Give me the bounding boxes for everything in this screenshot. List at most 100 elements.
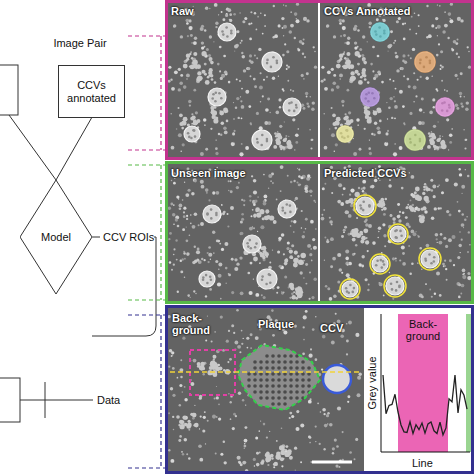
annotation-mask [404,129,426,151]
protein-speck [450,18,451,19]
protein-speck [231,291,234,294]
protein-speck [413,86,417,90]
protein-speck [309,436,311,438]
protein-speck [298,184,301,187]
protein-speck [402,262,406,266]
protein-speck [250,75,252,77]
protein-speck [324,424,328,428]
protein-speck [359,148,362,151]
protein-speck [314,66,317,69]
protein-speck [455,42,458,45]
protein-speck [419,247,421,249]
protein-speck [314,51,315,52]
protein-speck [445,245,448,248]
protein-speck [231,258,234,261]
aggregate-speck [350,233,353,236]
aggregate-speck [285,449,287,451]
protein-speck [207,420,209,422]
protein-speck [308,436,311,439]
protein-speck [228,190,229,191]
aggregate-speck [367,118,372,123]
protein-speck [190,51,192,53]
protein-speck [168,449,170,451]
aggregate-speck [186,424,191,429]
protein-speck [437,35,438,36]
protein-speck [309,253,312,256]
protein-speck [408,225,411,228]
protein-speck [438,241,442,245]
protein-speck [305,310,308,313]
protein-speck [229,19,232,22]
aggregate-speck [350,71,354,75]
protein-speck [332,113,336,117]
protein-speck [305,283,307,285]
protein-speck [389,78,391,80]
aggregate-speck [256,452,259,455]
protein-speck [403,75,405,77]
protein-speck [216,191,220,195]
protein-speck [392,298,394,300]
aggregate-speck [350,202,353,205]
protein-speck [283,291,285,293]
protein-speck [345,42,346,43]
protein-speck [409,172,410,173]
plaque-lattice [283,402,287,406]
ccv-lattice [210,208,213,211]
protein-speck [458,210,461,213]
protein-speck [200,222,204,226]
plaque-lattice [277,354,281,358]
protein-speck [388,184,392,188]
protein-speck [331,133,335,137]
protein-speck [349,451,352,454]
protein-speck [182,199,184,201]
protein-speck [459,92,462,95]
aggregate-speck [309,298,311,300]
protein-speck [467,272,470,275]
protein-speck [342,19,345,22]
protein-speck [333,294,337,298]
aggregate-speck [336,64,341,69]
protein-speck [340,35,342,37]
protein-speck [357,393,361,397]
ccv-lattice [260,144,263,147]
plaque-lattice [265,378,269,382]
protein-speck [347,89,350,92]
protein-speck [452,235,456,239]
aggregate-speck [214,81,217,84]
protein-speck [256,112,259,115]
protein-speck [364,128,366,130]
unseen-micrograph [167,164,318,301]
protein-speck [255,293,259,297]
protein-speck [255,437,258,440]
protein-speck [404,61,407,64]
protein-speck [290,24,294,28]
protein-speck [251,215,253,217]
protein-speck [238,182,240,184]
protein-speck [182,337,185,340]
aggregate-speck [210,106,214,110]
protein-speck [196,250,200,254]
ccv-lattice [396,281,399,284]
protein-speck [340,78,341,79]
protein-speck [240,232,243,235]
protein-speck [305,218,308,221]
protein-speck [438,43,440,45]
protein-speck [222,349,225,352]
protein-speck [432,76,433,77]
protein-speck [464,96,466,98]
aggregate-speck [334,120,339,125]
protein-speck [283,25,287,29]
plaque-lattice [271,390,275,394]
protein-speck [241,213,244,216]
protein-speck [333,81,337,85]
protein-speck [168,80,171,83]
protein-speck [354,41,357,44]
protein-speck [237,456,241,460]
aggregate-speck [226,120,229,123]
protein-speck [172,213,175,216]
protein-speck [304,56,306,58]
protein-speck [379,282,383,286]
protein-speck [358,373,361,376]
protein-speck [220,315,223,318]
protein-speck [356,217,358,219]
